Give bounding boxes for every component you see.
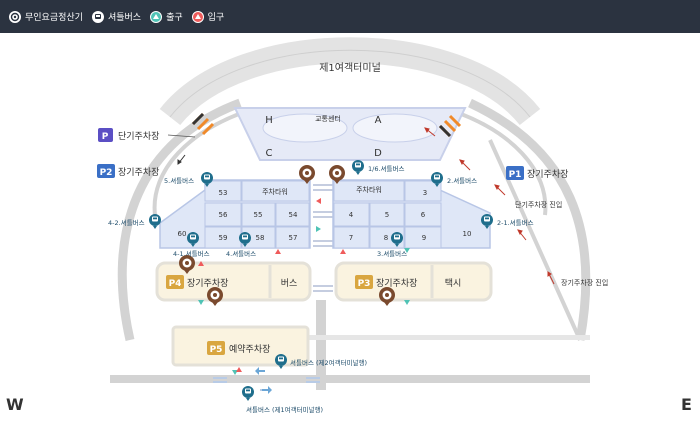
block-10: 10 [463, 230, 472, 238]
shuttle-stop-t2[interactable] [275, 354, 287, 369]
east-ring-road [468, 98, 591, 341]
block-58: 58 [256, 234, 265, 242]
block-54: 54 [289, 211, 298, 219]
p5-label: 예약주차장 [229, 343, 270, 355]
p2-badge-bg [97, 164, 115, 178]
map-legend: 무인요금정산기 셔틀버스 출구 입구 [0, 0, 700, 33]
p4-badge-bg [166, 275, 184, 289]
p2-label: 장기주차장 [118, 166, 159, 178]
shuttle-stop-4-2-label: 4-2.셔틀버스 [108, 218, 145, 227]
p5-badge-bg [207, 341, 225, 355]
p2-badge: P2 [100, 168, 113, 178]
block-59: 59 [219, 234, 228, 242]
bus-icon [91, 10, 104, 23]
legend-entrance-label: 입구 [207, 13, 225, 23]
short-term-label: 단기주차장 [118, 130, 159, 142]
zone-c: C [266, 148, 273, 159]
block-3: 3 [423, 189, 427, 197]
long-term-entry-road [488, 139, 582, 341]
zone-h: H [265, 115, 273, 126]
block-56: 56 [219, 211, 228, 219]
shuttle-stop-3-label: 3.셔틀버스 [377, 249, 407, 258]
p3-label: 장기주차장 [376, 277, 417, 289]
legend-exit-label: 출구 [166, 13, 183, 23]
shuttle-stop-t1-label: 셔틀버스 (제1여객터미널행) [246, 405, 323, 414]
legend-kiosk: 무인요금정산기 [9, 10, 83, 23]
short-term-badge: P [102, 132, 109, 142]
exit-icon [150, 10, 163, 23]
shuttle-stop-5-label: 5.셔틀버스 [164, 176, 194, 185]
zone-a: A [375, 115, 382, 126]
p4-lot [155, 261, 312, 302]
short-term-badge-bg [98, 128, 113, 142]
legend-entrance: 입구 [191, 10, 225, 23]
zone-d: D [374, 148, 382, 159]
block-7: 7 [349, 234, 353, 242]
block-8: 8 [384, 234, 388, 242]
shuttle-stop-2-1-label: 2-1.셔틀버스 [497, 218, 534, 227]
block-6: 6 [421, 211, 426, 219]
short-entry-label: 단기주차장 진입 [515, 200, 562, 209]
compass-west: W [6, 395, 24, 414]
long-entry-label: 장기주차장 진입 [561, 278, 608, 287]
p5-badge: P5 [210, 345, 223, 355]
p3-lot [334, 261, 493, 302]
taxi-area-label: 택시 [445, 278, 462, 289]
shuttle-stop-4-1-label: 4-1.셔틀버스 [173, 249, 210, 258]
bus-area-label: 버스 [281, 278, 298, 289]
block-5: 5 [385, 211, 389, 219]
p5-lot [171, 325, 310, 367]
p3-badge-bg [355, 275, 373, 289]
shuttle-stop-t2-label: 셔틀버스 (제2여객터미널행) [290, 358, 367, 367]
west-ring-road [117, 98, 242, 341]
p4-badge: P4 [169, 279, 182, 289]
kiosk-marker-4[interactable] [207, 287, 223, 306]
p1-badge-bg [506, 166, 524, 180]
entrance-icon [191, 10, 204, 23]
kiosk-icon [9, 10, 21, 23]
kiosk-marker-5[interactable] [379, 287, 395, 306]
shuttle-stop-1-6[interactable] [352, 160, 364, 175]
legend-exit: 출구 [150, 10, 183, 23]
block-4: 4 [349, 211, 354, 219]
legend-kiosk-label: 무인요금정산기 [25, 13, 83, 23]
block-57: 57 [289, 234, 298, 242]
block-60: 60 [178, 230, 187, 238]
legend-bus-label: 셔틀버스 [107, 13, 142, 23]
block-9: 9 [422, 234, 426, 242]
block-55: 55 [254, 211, 263, 219]
shuttle-stop-1-6-label: 1/6.셔틀버스 [368, 164, 404, 173]
p1-badge: P1 [509, 170, 522, 180]
p4-label: 장기주차장 [187, 277, 228, 289]
compass-east: E [681, 395, 692, 414]
south-road [110, 375, 590, 383]
tower-left-label: 주차타워 [262, 187, 288, 196]
shuttle-stop-4-label: 4.셔틀버스 [226, 249, 256, 258]
shuttle-stop-4-2[interactable] [149, 214, 161, 229]
shuttle-stop-t1[interactable] [242, 386, 254, 401]
legend-bus: 셔틀버스 [91, 10, 142, 23]
p3-badge: P3 [358, 279, 371, 289]
terminal-name: 제1여객터미널 [319, 62, 381, 74]
tower-right-label: 주차타워 [356, 185, 382, 194]
p1-label: 장기주차장 [527, 168, 568, 180]
shuttle-stop-2-label: 2.셔틀버스 [447, 176, 477, 185]
block-53: 53 [219, 189, 228, 197]
transport-center-label: 교통센터 [315, 114, 341, 123]
